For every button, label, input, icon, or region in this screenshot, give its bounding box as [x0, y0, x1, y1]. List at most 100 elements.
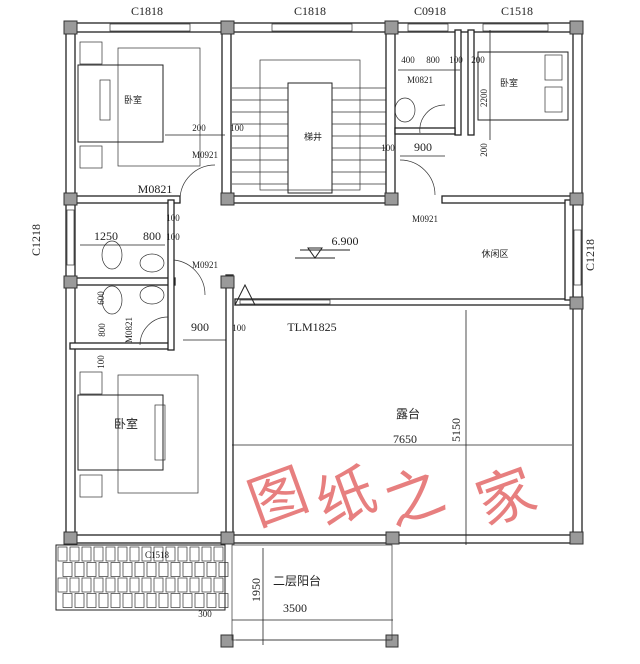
roof-tile	[177, 577, 188, 593]
roof-tile	[105, 577, 116, 593]
roof-tile	[93, 546, 104, 562]
roof-tile	[153, 546, 164, 562]
staircase	[232, 59, 386, 194]
balcony-label: 二层阳台	[273, 573, 321, 588]
bath-left-lower-label: M0821	[124, 317, 134, 343]
columns	[63, 20, 584, 648]
roof-tile	[129, 577, 140, 593]
d-400-label: 400	[401, 55, 415, 65]
d-100-d-label: 100	[166, 213, 180, 223]
roof-tile	[153, 577, 164, 593]
dimension-lines	[80, 30, 572, 645]
d-800-b-label: 800	[143, 229, 161, 243]
roof-tile	[122, 593, 133, 608]
left-label: C1218	[29, 224, 43, 256]
d-200-c-label: 200	[479, 143, 489, 157]
watermark-char-3: 之	[375, 455, 453, 539]
roof-tile	[141, 577, 152, 593]
roof-tile	[182, 593, 193, 608]
windows	[66, 23, 582, 305]
watermark-char-1: 图	[239, 455, 317, 539]
roof-tile	[86, 562, 97, 577]
top-left-label: C1818	[131, 4, 163, 18]
d-100-g-label: 100	[96, 355, 106, 369]
bath-right-label: M0821	[407, 75, 433, 85]
elevation-marker	[234, 247, 350, 306]
terrace-label: 露台	[396, 406, 420, 421]
d-600-label: 600	[96, 291, 106, 305]
roof-tile	[194, 593, 205, 608]
roof-tile	[218, 593, 229, 608]
roof-tile	[194, 562, 205, 577]
bath-left-upper-label: M0921	[192, 260, 218, 270]
roof-tile	[74, 562, 85, 577]
roof-tile	[110, 593, 121, 608]
roof-tile	[206, 593, 217, 608]
roof-tile	[165, 546, 176, 562]
d-100-e-label: 100	[166, 232, 180, 242]
roof-tile	[201, 546, 212, 562]
d-900-b-label: 900	[191, 320, 209, 334]
bedroom-top-right-label: 卧室	[500, 77, 518, 88]
bottom-left-label: C1518	[145, 550, 170, 560]
roof-tile	[206, 562, 217, 577]
roof-tile	[122, 562, 133, 577]
d-3500-label: 3500	[283, 601, 307, 615]
roof-tile	[57, 546, 68, 562]
top-bath-label: C0918	[414, 4, 446, 18]
roof-tile	[218, 562, 229, 577]
d-7650-label: 7650	[393, 432, 417, 446]
watermark-char-4: 家	[467, 455, 545, 539]
bed1-b-label: M0821	[138, 182, 173, 196]
d-900-a-label: 900	[414, 140, 432, 154]
roof-tile	[146, 593, 157, 608]
d-2200-label: 2200	[479, 89, 489, 108]
roof-tile	[93, 577, 104, 593]
d-200-b-label: 200	[471, 55, 485, 65]
d-1250-label: 1250	[94, 229, 118, 243]
roof-tile	[170, 593, 181, 608]
d-100-c-label: 100	[381, 143, 395, 153]
bedroom-bottom-left-label: 卧室	[114, 416, 138, 431]
roof-tile	[69, 577, 80, 593]
stair-well-label: 梯井	[304, 131, 322, 142]
roof-tile	[213, 577, 224, 593]
d-100-b-label: 100	[449, 55, 463, 65]
roof-tile	[141, 546, 152, 562]
roof-tile	[177, 546, 188, 562]
roof-tile	[81, 577, 92, 593]
roof-tile	[189, 577, 200, 593]
watermark-char-2: 纸	[307, 455, 385, 539]
roof-tile	[69, 546, 80, 562]
roof-tile	[117, 546, 128, 562]
roof-tile	[98, 593, 109, 608]
roof-tile	[158, 593, 169, 608]
d-100-f-label: 100	[232, 323, 246, 333]
d-100-a-label: 100	[230, 123, 244, 133]
right-label: C1218	[583, 239, 597, 271]
roof-tile-hatch	[55, 544, 229, 611]
roof-tile	[213, 546, 224, 562]
top-mid-label: C1818	[294, 4, 326, 18]
roof-tile	[110, 562, 121, 577]
bed2-label: M0921	[412, 214, 438, 224]
roof-tile	[170, 562, 181, 577]
d-800-a-label: 800	[426, 55, 440, 65]
roof-tile	[201, 577, 212, 593]
bedroom-top-left-label: 卧室	[124, 94, 142, 105]
roof-tile	[117, 577, 128, 593]
roof-tile	[158, 562, 169, 577]
roof-tile	[134, 562, 145, 577]
roof-tile	[129, 546, 140, 562]
roof-tile	[62, 593, 73, 608]
d-1950-label: 1950	[249, 578, 263, 602]
balcony	[231, 544, 393, 641]
bed1-a-label: M0921	[192, 150, 218, 160]
roof-tile	[146, 562, 157, 577]
d-800-c-label: 800	[97, 323, 107, 337]
top-right-label: C1518	[501, 4, 533, 18]
door-swings	[139, 104, 446, 346]
roof-tile	[105, 546, 116, 562]
